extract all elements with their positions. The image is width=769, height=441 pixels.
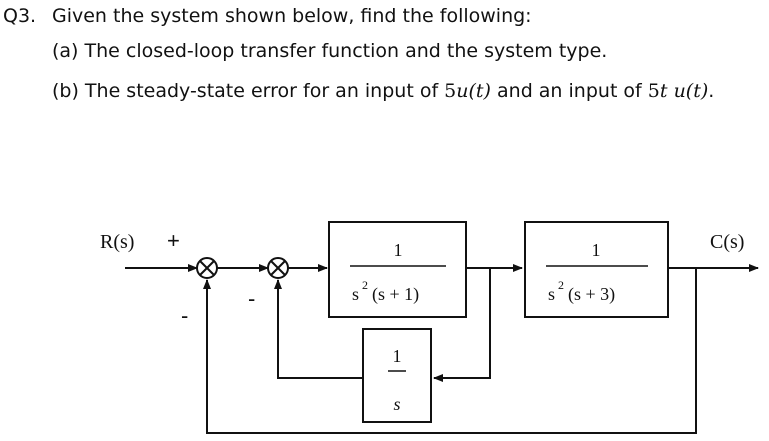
feedback-denominator: s [393,394,400,414]
block-2: 1 s 2 (s + 3) [524,221,669,318]
input2-coefficient: 5 [647,80,660,102]
block2-denominator-exponent: 2 [558,278,564,292]
block2-numerator: 1 [592,240,601,260]
block1-denominator-rest: (s + 1) [372,284,419,305]
junction1-minus-sign: - [181,303,188,328]
junction2-minus-sign: - [248,286,255,311]
block2-denominator-base: s [548,284,555,304]
inner-feedback-pickoff-path [433,268,491,382]
block2-denominator-rest: (s + 3) [568,284,615,305]
junction1-plus-sign: + [167,228,180,253]
part-b-text-end: . [708,80,715,102]
inner-feedback-return-path [274,279,363,379]
question-stem: Given the system shown below, find the f… [52,5,532,27]
input1-function: u(t) [456,80,491,102]
block1-numerator: 1 [394,240,403,260]
input2-function: t u(t) [659,80,709,102]
input-label: R(s) [100,231,134,253]
feedback-numerator: 1 [393,346,402,366]
question-part-a: (a) The closed-loop transfer function an… [52,40,608,62]
part-b-text-before: (b) The steady-state error for an input … [52,80,445,102]
summing-junction-2 [267,257,289,279]
input1-coefficient: 5 [444,80,457,102]
part-b-text-middle: and an input of [490,80,648,102]
block1-denominator-base: s [352,284,359,304]
feedback-block: 1 s [362,328,432,423]
block1-denominator-exponent: 2 [362,278,368,292]
outer-feedback-path [203,268,697,434]
question-part-b: (b) The steady-state error for an input … [52,80,714,102]
block-1: 1 s 2 (s + 1) [328,221,467,318]
output-label: C(s) [710,231,744,253]
question-number: Q3. [3,5,37,27]
summing-junction-1 [196,257,218,279]
